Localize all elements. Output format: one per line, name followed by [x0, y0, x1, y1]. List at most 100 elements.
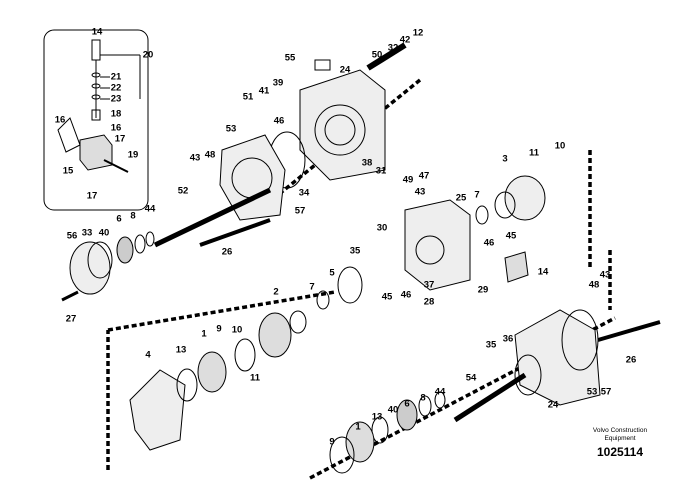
- callout-46: 46: [484, 238, 495, 249]
- shaft-52: [153, 187, 272, 248]
- callout-34: 34: [299, 188, 310, 199]
- callout-43: 43: [600, 270, 611, 281]
- callout-24: 24: [340, 65, 351, 76]
- callout-30: 30: [377, 223, 388, 234]
- callout-39: 39: [273, 78, 284, 89]
- callout-43: 43: [415, 187, 426, 198]
- callout-10: 10: [555, 141, 566, 152]
- callout-38: 38: [362, 158, 373, 169]
- callout-16: 16: [55, 115, 66, 126]
- callout-13: 13: [372, 412, 383, 423]
- lower-right-group: [329, 309, 661, 474]
- callout-54: 54: [466, 373, 477, 384]
- callout-12: 12: [413, 28, 424, 39]
- callout-47: 47: [419, 171, 430, 182]
- spool-5: [316, 290, 330, 310]
- drawing-number: 1025114: [596, 445, 644, 459]
- callout-50: 50: [372, 50, 383, 61]
- callout-labels: 1420212223181616171915175524503242123941…: [55, 27, 637, 448]
- callout-17: 17: [87, 191, 98, 202]
- callout-32: 32: [388, 43, 399, 54]
- inset-valve-assembly: [57, 39, 141, 173]
- callout-13: 13: [176, 345, 187, 356]
- callout-19: 19: [128, 150, 139, 161]
- callout-46: 46: [401, 290, 412, 301]
- callout-27: 27: [66, 314, 77, 325]
- callout-21: 21: [111, 72, 122, 83]
- callout-23: 23: [111, 94, 122, 105]
- callout-8: 8: [130, 211, 135, 222]
- callout-53: 53: [226, 124, 237, 135]
- callout-41: 41: [259, 86, 270, 97]
- callout-11: 11: [529, 148, 540, 159]
- callout-14: 14: [538, 267, 549, 278]
- callout-31: 31: [376, 166, 387, 177]
- callout-4: 4: [145, 350, 151, 361]
- callout-33: 33: [82, 228, 93, 239]
- bolt-26: [199, 218, 271, 247]
- callout-7: 7: [474, 190, 479, 201]
- callout-1: 1: [355, 422, 361, 433]
- callout-1: 1: [201, 329, 207, 340]
- callout-57: 57: [601, 387, 612, 398]
- company-name-line1: Volvo Construction: [592, 427, 648, 434]
- callout-14: 14: [92, 27, 103, 38]
- callout-11: 11: [250, 373, 261, 384]
- callout-29: 29: [478, 285, 489, 296]
- callout-57: 57: [295, 206, 306, 217]
- callout-7: 7: [309, 282, 314, 293]
- callout-26: 26: [626, 355, 637, 366]
- callout-8: 8: [420, 393, 425, 404]
- callout-42: 42: [400, 35, 411, 46]
- callout-53: 53: [587, 387, 598, 398]
- callout-40: 40: [388, 405, 399, 416]
- bearing-cover-set: [69, 231, 155, 295]
- callout-17: 17: [115, 134, 126, 145]
- callout-2: 2: [273, 287, 278, 298]
- callout-49: 49: [403, 175, 414, 186]
- callout-48: 48: [589, 280, 600, 291]
- callout-36: 36: [503, 334, 514, 345]
- callout-37: 37: [424, 280, 435, 291]
- callout-24: 24: [548, 400, 559, 411]
- company-name-line2: Equipment: [604, 435, 636, 442]
- callout-55: 55: [285, 53, 296, 64]
- callout-56: 56: [67, 231, 78, 242]
- callout-44: 44: [435, 387, 446, 398]
- callout-43: 43: [190, 153, 201, 164]
- callout-16: 16: [111, 123, 122, 134]
- footer-title-block: Volvo Construction Equipment 1025114: [575, 427, 665, 459]
- lower-left-group: [129, 310, 307, 451]
- solenoid-14: [504, 251, 529, 283]
- callout-26: 26: [222, 247, 233, 258]
- callout-3: 3: [502, 154, 507, 165]
- callout-45: 45: [382, 292, 393, 303]
- callout-9: 9: [216, 324, 221, 335]
- callout-15: 15: [63, 166, 74, 177]
- callout-5: 5: [329, 268, 335, 279]
- callout-22: 22: [111, 83, 122, 94]
- bolt-27: [61, 290, 79, 302]
- piston-3: [475, 175, 546, 225]
- callout-35: 35: [350, 246, 361, 257]
- regulator-block: [404, 199, 471, 291]
- callout-44: 44: [145, 204, 156, 215]
- o-ring-35: [337, 266, 363, 304]
- callout-48: 48: [205, 150, 216, 161]
- callout-6: 6: [116, 214, 121, 225]
- callout-10: 10: [232, 325, 243, 336]
- callout-51: 51: [243, 92, 254, 103]
- callout-25: 25: [456, 193, 467, 204]
- callout-52: 52: [178, 186, 189, 197]
- callout-18: 18: [111, 109, 122, 120]
- callout-20: 20: [143, 50, 154, 61]
- pump-housing-top: [299, 42, 407, 181]
- callout-9: 9: [329, 437, 334, 448]
- callout-40: 40: [99, 228, 110, 239]
- callout-28: 28: [424, 297, 435, 308]
- inset-detail-box: [43, 29, 149, 211]
- callout-45: 45: [506, 231, 517, 242]
- callout-6: 6: [404, 399, 409, 410]
- callout-46: 46: [274, 116, 285, 127]
